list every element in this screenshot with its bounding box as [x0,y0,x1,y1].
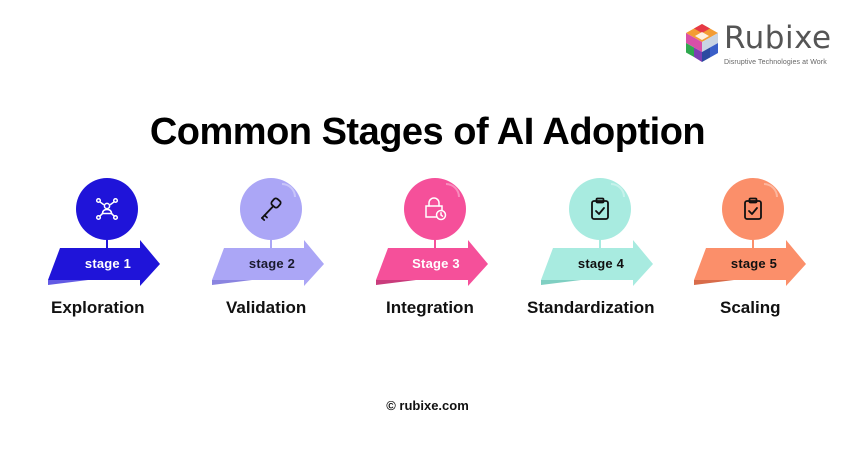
stage-2-name: Validation [226,298,307,317]
stage-2-shine [282,183,296,197]
stage-1: stage 1 Exploration [48,178,208,318]
clipboard-check-icon [744,197,762,220]
stage-4-arrow: stage 4 [541,240,653,288]
rubixe-logo: Rubixe Disruptive Technologies at Work [684,20,844,72]
stage-4-connector [599,240,601,248]
copyright-footer: © rubixe.com [386,398,469,413]
stage-3-circle [404,178,466,240]
stage-2-label: stage 2 [248,256,296,271]
stage-3-arrow: Stage 3 [376,240,488,288]
stage-4-shine [611,183,625,197]
stage-1-circle [76,178,138,240]
stage-5: stage 5 Scaling [694,178,854,318]
stage-2-arrow: stage 2 [212,240,324,288]
stage-3: Stage 3 Integration [376,178,536,318]
stage-5-connector [752,240,754,248]
stage-3-connector [434,240,436,248]
key-icon [261,197,282,221]
page-title: Common Stages of AI Adoption [149,111,706,153]
stage-5-circle [722,178,784,240]
stage-3-name: Integration [386,298,474,317]
stage-1-arrow: stage 1 [48,240,160,288]
stage-3-shine [446,183,460,197]
logo-tagline: Disruptive Technologies at Work [724,59,827,66]
network-user-icon [95,197,119,221]
stage-2: stage 2 Validation [212,178,372,318]
stage-4-circle [569,178,631,240]
stage-1-name: Exploration [51,298,145,317]
stage-4-name: Standardization [527,298,655,317]
stage-5-name: Scaling [720,298,781,317]
logo-wordmark: Rubixe [724,20,832,56]
lock-clock-icon [425,197,447,221]
stage-4: stage 4 Standardization [527,178,701,318]
stage-2-connector [270,240,272,248]
stage-5-label: stage 5 [730,256,778,271]
stage-1-label: stage 1 [84,256,132,271]
clipboard-check-icon [591,197,609,220]
stage-5-shine [764,183,778,197]
cube-logo-icon [686,24,718,62]
stage-5-arrow: stage 5 [694,240,806,288]
stage-3-label: Stage 3 [412,256,460,271]
stage-4-label: stage 4 [577,256,625,271]
stage-1-connector [106,240,108,248]
stage-2-circle [240,178,302,240]
